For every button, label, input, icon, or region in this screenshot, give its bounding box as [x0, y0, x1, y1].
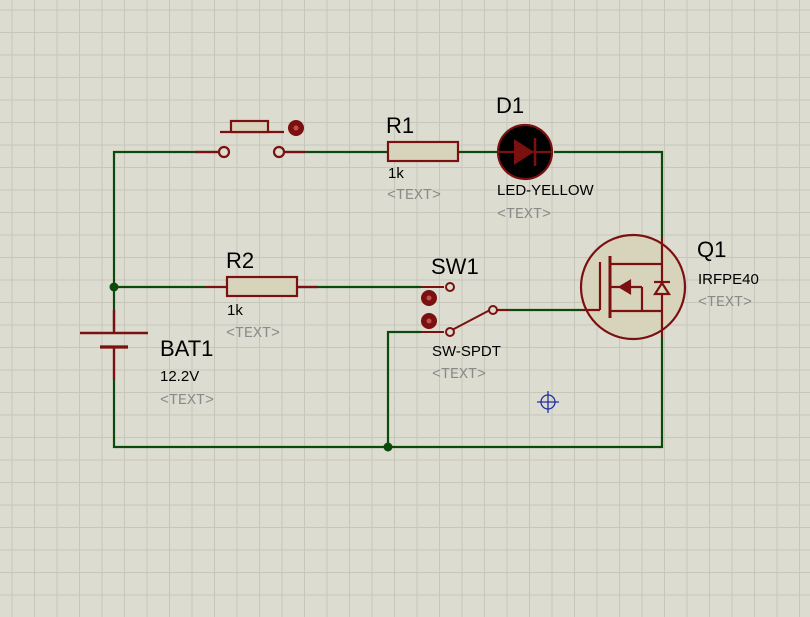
junction-dot — [383, 442, 393, 452]
spdt-switch-icon[interactable] — [421, 282, 510, 337]
mosfet-icon[interactable] — [579, 233, 687, 341]
sw1-value-label: SW-SPDT — [432, 343, 501, 360]
r2-resistor[interactable] — [205, 275, 318, 298]
bat1-value-label: 12.2V — [160, 368, 199, 385]
crosshair-icon — [537, 391, 559, 413]
led-icon[interactable] — [496, 123, 554, 181]
d1-value-label: LED-YELLOW — [497, 182, 595, 199]
r1-value-label: 1k — [388, 165, 404, 182]
q1-ref-label: Q1 — [697, 237, 726, 262]
wire-sw1-low — [386, 330, 421, 447]
r1-resistor[interactable] — [386, 140, 460, 163]
sw1-ref-label: SW1 — [431, 254, 479, 279]
q1-text-placeholder: <TEXT> — [698, 294, 752, 311]
pin-marker — [421, 290, 437, 306]
wire-top-left — [112, 150, 223, 330]
pin-marker — [288, 120, 304, 136]
r2-value-label: 1k — [227, 302, 243, 319]
sw1-text-placeholder: <TEXT> — [432, 366, 486, 383]
r1-text-placeholder: <TEXT> — [387, 187, 441, 204]
d1-text-placeholder: <TEXT> — [497, 206, 551, 223]
pin-marker — [421, 313, 437, 329]
wire-d1-q1-drain — [554, 150, 664, 238]
r2-text-placeholder: <TEXT> — [226, 325, 280, 342]
r2-ref-label: R2 — [226, 248, 254, 273]
junction-dot — [109, 282, 119, 292]
pushbutton-icon[interactable] — [195, 119, 305, 159]
bat1-text-placeholder: <TEXT> — [160, 392, 214, 409]
r1-ref-label: R1 — [386, 113, 414, 138]
battery-icon[interactable] — [80, 310, 148, 380]
q1-value-label: IRFPE40 — [698, 271, 759, 288]
bat1-ref-label: BAT1 — [160, 336, 213, 361]
d1-ref-label: D1 — [496, 93, 524, 118]
